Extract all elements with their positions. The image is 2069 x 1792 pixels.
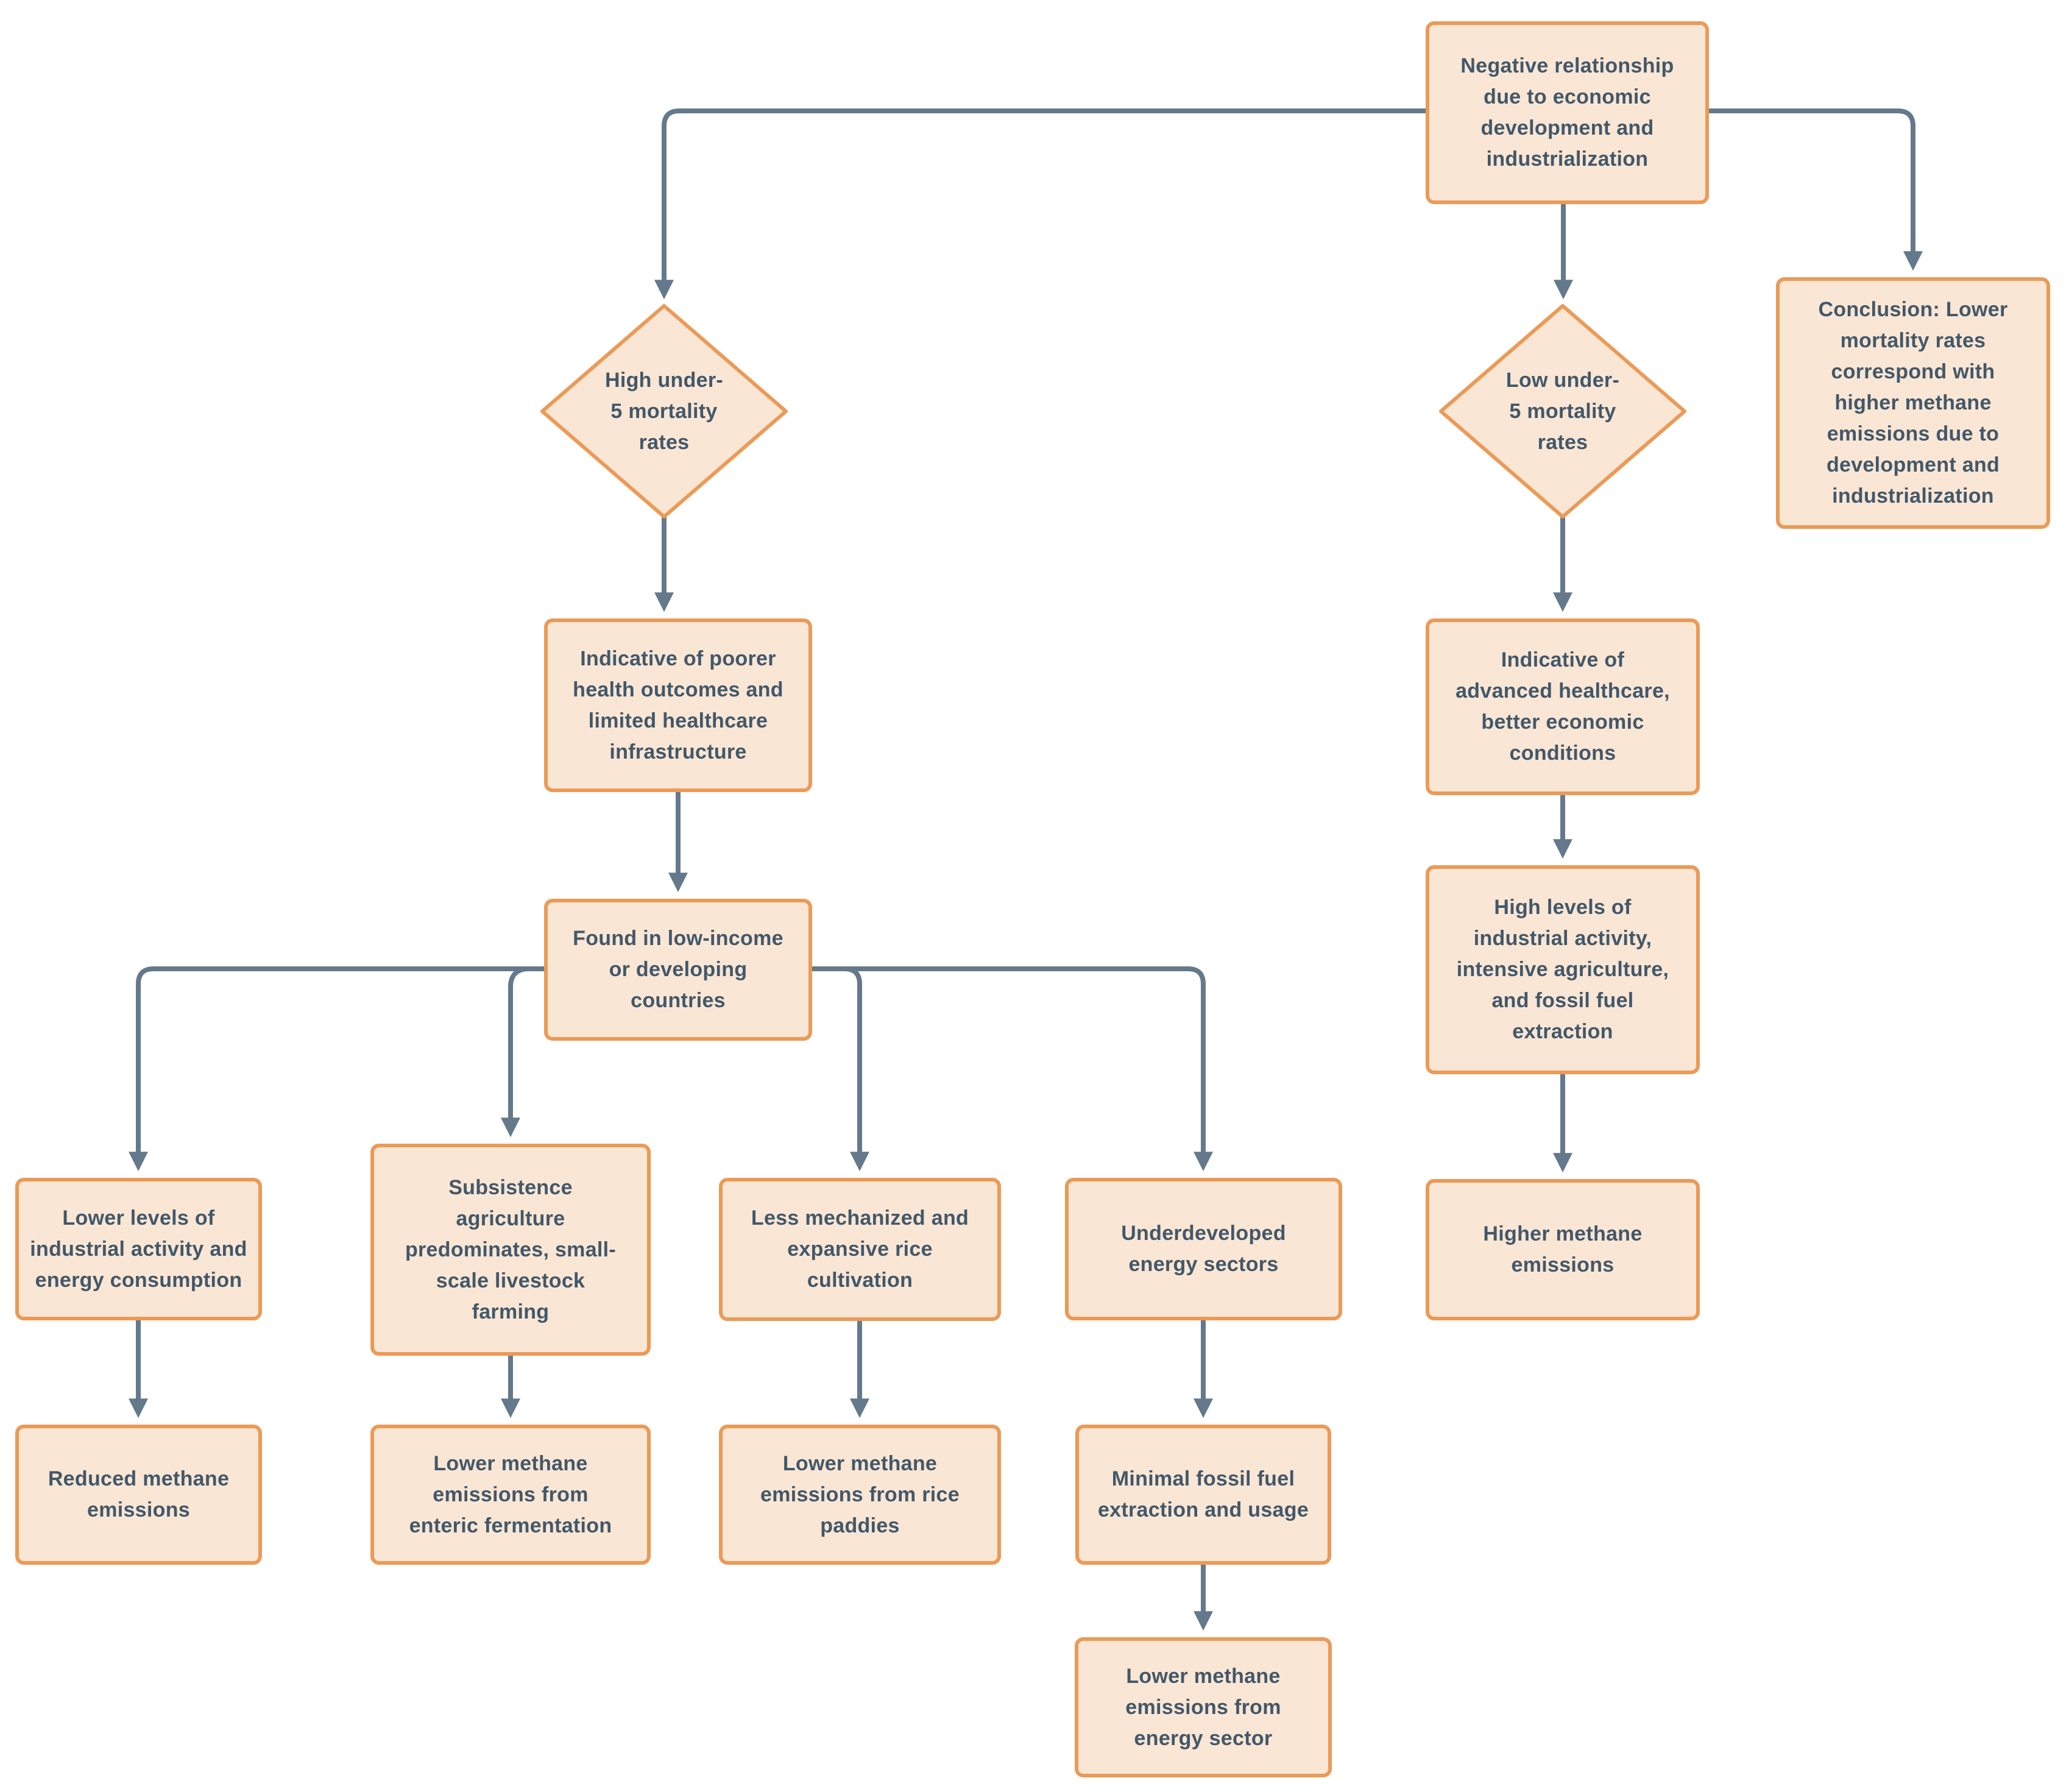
decision-diamonds <box>540 304 1686 519</box>
edge-low-income-to-lower-industrial <box>129 966 546 1172</box>
node-high-industrial: High levels of industrial activity, inte… <box>1426 865 1700 1074</box>
flow-edges <box>129 108 1923 1631</box>
edge-top-to-d-high <box>654 108 1428 300</box>
node-label-lower-enteric: Lower methane emissions from enteric fer… <box>409 1451 612 1537</box>
node-d-high: High under- 5 mortality rates <box>588 339 740 483</box>
node-top: Negative relationship due to economic de… <box>1426 21 1709 204</box>
node-label-reduced-methane: Reduced methane emissions <box>48 1467 230 1521</box>
node-label-d-high: High under- 5 mortality rates <box>604 368 724 454</box>
node-subsistence: Subsistence agriculture predominates, sm… <box>370 1144 651 1356</box>
node-label-poor-health: Indicative of poorer health outcomes and… <box>573 646 783 763</box>
node-lower-rice-paddies: Lower methane emissions from rice paddie… <box>719 1425 1001 1565</box>
node-label-underdeveloped-energy: Underdeveloped energy sectors <box>1121 1222 1286 1276</box>
node-d-low: Low under- 5 mortality rates <box>1487 339 1639 483</box>
edge-low-income-to-underdeveloped-energy <box>810 966 1213 1172</box>
edge-top-to-conclusion <box>1706 108 1923 271</box>
node-label-minimal-fossil: Minimal fossil fuel extraction and usage <box>1097 1467 1309 1521</box>
node-reduced-methane: Reduced methane emissions <box>15 1425 262 1565</box>
node-label-higher-methane: Higher methane emissions <box>1483 1222 1643 1277</box>
node-less-rice: Less mechanized and expansive rice culti… <box>719 1178 1001 1321</box>
node-label-conclusion: Conclusion: Lower mortality rates corres… <box>1818 298 2008 508</box>
diamond-shape-d-low <box>1439 304 1686 519</box>
diamond-shape-d-high <box>540 304 788 519</box>
node-higher-methane: Higher methane emissions <box>1426 1179 1700 1320</box>
node-low-income: Found in low-income or developing countr… <box>544 899 812 1041</box>
node-poor-health: Indicative of poorer health outcomes and… <box>544 618 812 792</box>
node-label-d-low: Low under- 5 mortality rates <box>1505 368 1620 454</box>
node-label-subsistence: Subsistence agriculture predominates, sm… <box>405 1175 617 1323</box>
node-label-lower-industrial: Lower levels of industrial activity and … <box>30 1206 247 1292</box>
node-label-top: Negative relationship due to economic de… <box>1460 54 1674 171</box>
node-conclusion: Conclusion: Lower mortality rates corres… <box>1776 277 2050 529</box>
node-lower-industrial: Lower levels of industrial activity and … <box>15 1178 262 1320</box>
node-underdeveloped-energy: Underdeveloped energy sectors <box>1065 1178 1342 1320</box>
node-label-lower-energy-sector: Lower methane emissions from energy sect… <box>1125 1664 1281 1750</box>
node-label-high-industrial: High levels of industrial activity, inte… <box>1456 896 1669 1043</box>
edge-low-income-to-subsistence <box>501 966 529 1138</box>
node-adv-health: Indicative of advanced healthcare, bette… <box>1426 618 1700 795</box>
node-label-less-rice: Less mechanized and expansive rice culti… <box>751 1206 969 1292</box>
node-label-lower-rice-paddies: Lower methane emissions from rice paddie… <box>760 1451 960 1537</box>
node-label-adv-health: Indicative of advanced healthcare, bette… <box>1455 648 1670 765</box>
node-lower-enteric: Lower methane emissions from enteric fer… <box>370 1425 651 1565</box>
node-lower-energy-sector: Lower methane emissions from energy sect… <box>1075 1637 1332 1777</box>
edge-low-income-to-less-rice <box>810 966 869 1172</box>
node-minimal-fossil: Minimal fossil fuel extraction and usage <box>1075 1425 1331 1565</box>
node-label-low-income: Found in low-income or developing countr… <box>573 927 783 1012</box>
